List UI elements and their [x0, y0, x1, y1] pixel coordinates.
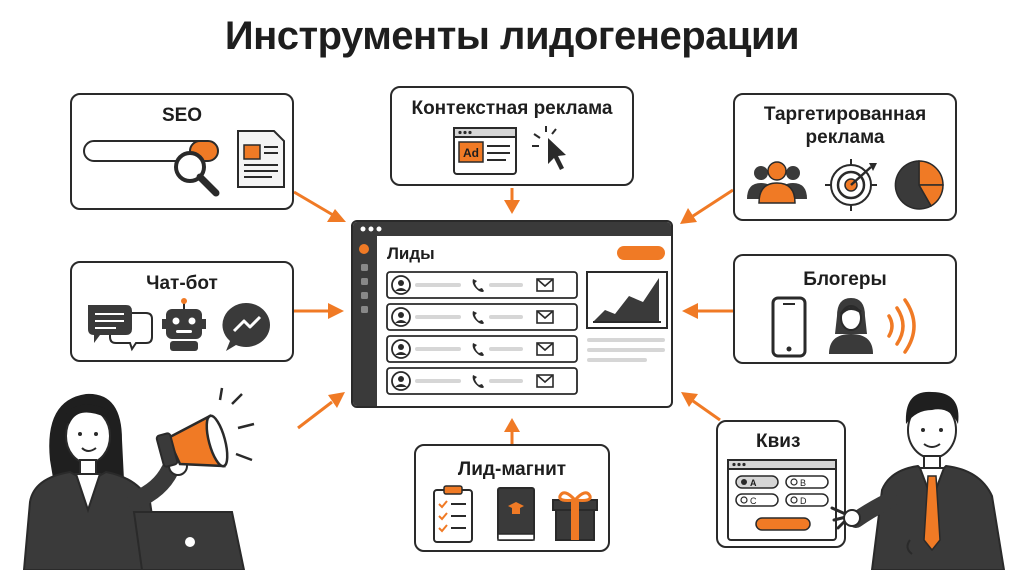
laptop-icon [132, 511, 246, 570]
ad-badge: Ad [463, 146, 479, 160]
man-presenting-illustration [830, 391, 1006, 570]
user-icon [391, 371, 411, 391]
quiz-submit-button[interactable] [755, 517, 811, 531]
gift-icon [552, 491, 598, 541]
card-context-ads: Контекстная реклама Ad [390, 86, 634, 186]
mail-icon [536, 278, 554, 292]
quiz-option-b[interactable]: B [785, 475, 829, 489]
document-icon [237, 130, 285, 188]
lead-magnet-label: Лид-магнит [457, 459, 567, 480]
phone-icon [472, 343, 484, 356]
mail-icon [536, 310, 554, 324]
crm-title: Лиды [387, 244, 435, 263]
megaphone-icon [155, 387, 255, 468]
arrow-chatbot [294, 303, 344, 319]
arrow-lead-magnet [504, 418, 520, 444]
quiz-option-a[interactable]: A [735, 475, 779, 489]
mail-icon [536, 374, 554, 388]
quiz-label: Квиз [756, 431, 801, 452]
woman-megaphone-illustration [22, 387, 255, 570]
quiz-option-c-label: C [750, 496, 757, 506]
arrow-context-ads [504, 188, 520, 214]
phone-icon [472, 375, 484, 388]
context-ads-label: Контекстная реклама [411, 98, 613, 119]
crm-illustration [353, 222, 671, 406]
crm-window: Лиды [351, 220, 673, 408]
phone-icon [771, 296, 807, 358]
ad-window-icon: Ad [453, 127, 517, 175]
arrow-seo [293, 190, 346, 222]
crm-lead-list [386, 271, 578, 395]
crm-sidebar [353, 236, 377, 406]
woman-icon [829, 298, 873, 354]
quiz-option-c[interactable]: C [735, 493, 779, 507]
table-row[interactable] [386, 271, 578, 299]
lead-magnet-illustration [433, 485, 598, 543]
pie-chart-icon [894, 160, 944, 210]
seo-label: SEO [161, 105, 203, 126]
growth-chart-icon [586, 271, 668, 329]
woman-figure [22, 393, 188, 570]
arrow-quiz [681, 392, 721, 422]
arrow-bloggers [682, 303, 733, 319]
card-seo: SEO [70, 93, 294, 210]
target-icon [825, 159, 877, 211]
quiz-option-a-label: A [750, 478, 757, 488]
mail-icon [536, 342, 554, 356]
table-row[interactable] [386, 367, 578, 395]
search-icon [174, 151, 220, 197]
user-icon [391, 275, 411, 295]
table-row[interactable] [386, 303, 578, 331]
user-icon [391, 339, 411, 359]
chat-icon [88, 305, 153, 352]
page-title: Инструменты лидогенерации [224, 14, 800, 58]
card-bloggers: Блогеры [733, 254, 957, 364]
bloggers-illustration [771, 296, 916, 358]
book-icon [497, 487, 535, 541]
chatbot-label: Чат-бот [146, 273, 218, 294]
robot-icon [162, 298, 206, 351]
quiz-option-b-label: B [800, 478, 806, 488]
quiz-option-d-label: D [800, 496, 807, 506]
targeted-ads-label: Таргетированная реклама [763, 104, 927, 148]
chatbot-illustration [88, 298, 270, 352]
context-ads-illustration: Ad [453, 126, 566, 175]
messenger-icon [222, 303, 270, 351]
crm-action-button[interactable] [617, 246, 665, 260]
seo-illustration [83, 130, 285, 197]
bloggers-label: Блогеры [803, 269, 887, 290]
quiz-option-d[interactable]: D [785, 493, 829, 507]
sound-waves-icon [887, 298, 916, 354]
phone-icon [472, 311, 484, 324]
card-chatbot: Чат-бот [70, 261, 294, 362]
card-lead-magnet: Лид-магнит [414, 444, 610, 552]
phone-icon [472, 279, 484, 292]
targeted-ads-illustration [747, 159, 944, 211]
checklist-icon [433, 485, 473, 543]
table-row[interactable] [386, 335, 578, 363]
arrow-targeted-ads [680, 188, 734, 224]
people-icon [747, 161, 807, 204]
user-icon [391, 307, 411, 327]
cursor-icon [532, 126, 566, 170]
card-targeted-ads: Таргетированная реклама [733, 93, 957, 221]
quiz-illustration: A B C D [727, 459, 837, 541]
arrow-megaphone [297, 392, 345, 430]
man-figure [830, 391, 1006, 570]
card-quiz: Квиз A B C D [716, 420, 846, 548]
